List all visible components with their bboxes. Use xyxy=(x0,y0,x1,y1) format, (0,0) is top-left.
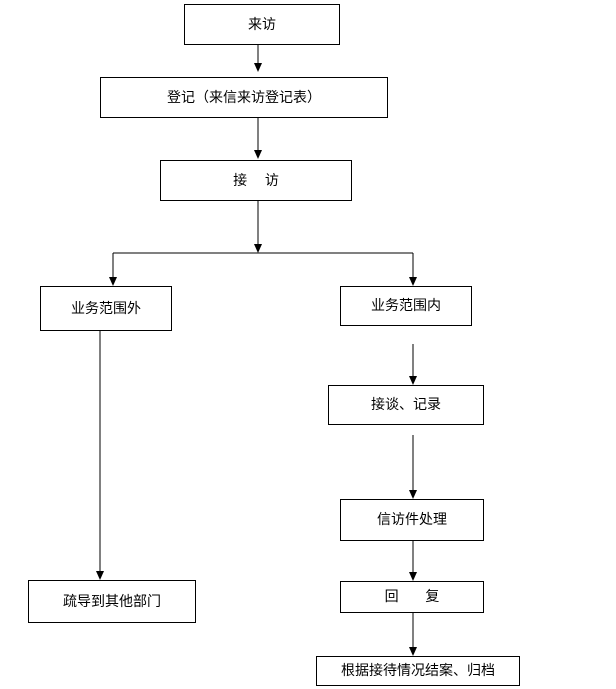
node-register: 登记（来信来访登记表） xyxy=(100,77,388,118)
arrowhead xyxy=(409,572,417,581)
node-archive: 根据接待情况结案、归档 xyxy=(316,656,520,686)
node-archive-label: 根据接待情况结案、归档 xyxy=(341,663,495,679)
node-visit-label: 来访 xyxy=(248,16,276,33)
node-register-label: 登记（来信来访登记表） xyxy=(167,89,321,106)
node-visit: 来访 xyxy=(184,4,340,45)
arrowhead xyxy=(109,277,117,286)
node-referral-label: 疏导到其他部门 xyxy=(63,593,161,610)
node-interview-label: 接谈、记录 xyxy=(371,397,441,413)
node-in-scope: 业务范围内 xyxy=(340,286,472,326)
arrowhead xyxy=(409,376,417,385)
node-reply: 回 复 xyxy=(340,581,484,613)
node-in-scope-label: 业务范围内 xyxy=(371,298,441,314)
node-interview: 接谈、记录 xyxy=(328,385,484,425)
arrowhead xyxy=(409,490,417,499)
arrowhead xyxy=(254,244,262,253)
node-reception-label: 接 访 xyxy=(233,172,279,189)
node-referral: 疏导到其他部门 xyxy=(28,580,196,623)
node-reception: 接 访 xyxy=(160,160,352,201)
node-out-of-scope: 业务范围外 xyxy=(40,286,172,331)
arrowhead xyxy=(409,277,417,286)
node-out-of-scope-label: 业务范围外 xyxy=(71,300,141,317)
arrowhead xyxy=(409,647,417,656)
arrowhead xyxy=(254,150,262,159)
arrowhead xyxy=(254,63,262,72)
arrowhead xyxy=(96,571,104,580)
node-processing: 信访件处理 xyxy=(340,499,484,541)
node-reply-label: 回 复 xyxy=(384,589,440,605)
node-processing-label: 信访件处理 xyxy=(377,512,447,528)
